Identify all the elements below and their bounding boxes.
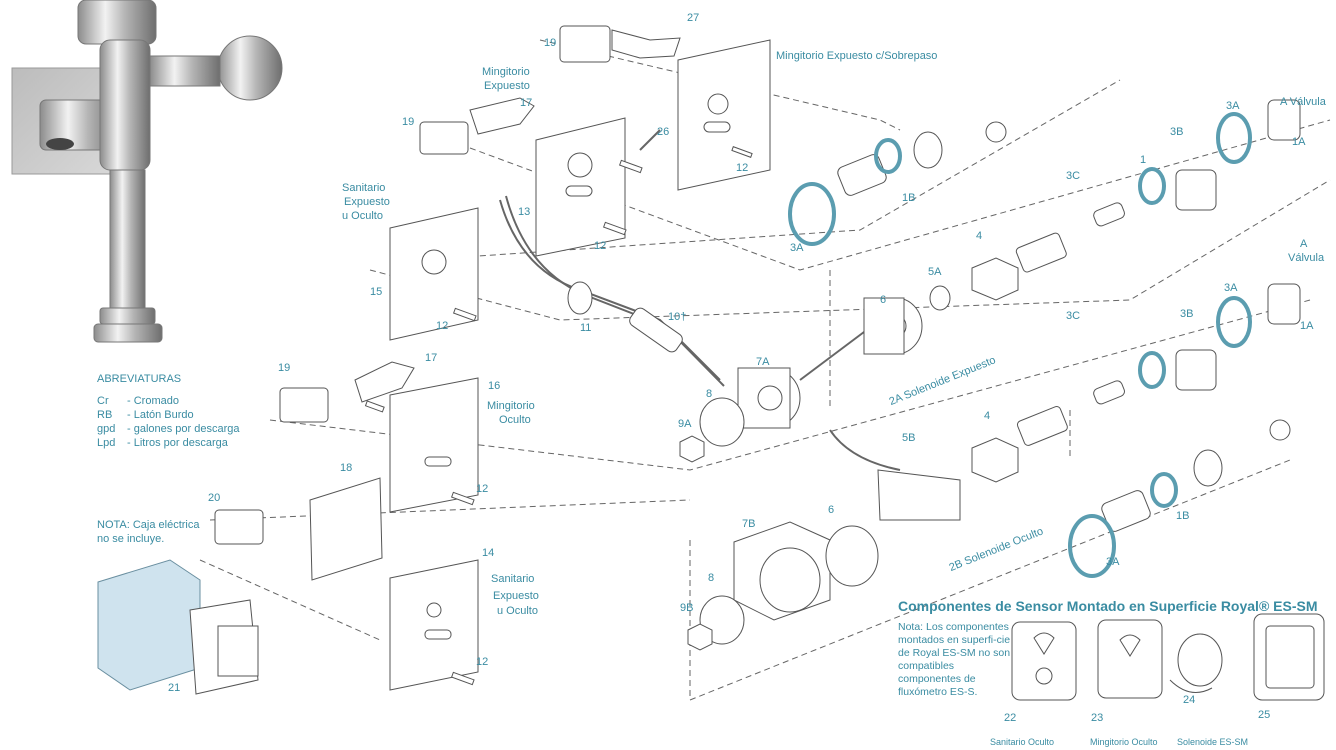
- flushometer-image: [11, 0, 283, 343]
- part-number: 7A: [756, 356, 770, 368]
- abbreviation-item: Lpd- Litros por descarga: [97, 437, 228, 449]
- part-number: 8: [708, 572, 715, 584]
- label-mingitorio-expuesto-sobrepaso: Mingitorio Expuesto c/Sobrepaso: [776, 50, 938, 62]
- grommet-and-conduit: [567, 281, 683, 353]
- abbreviations-block: ABREVIATURAS Cr- Cromado RB- Latón Burdo…: [97, 372, 240, 450]
- part-number: 11: [580, 322, 592, 334]
- part-number: 1B: [1176, 510, 1190, 522]
- part-number: 19: [278, 362, 291, 374]
- part-number: 19: [402, 116, 415, 128]
- part-number: 9B: [680, 602, 694, 614]
- kit-components: [1011, 613, 1325, 701]
- electrical-box-note: NOTA: Caja eléctrica no se incluye.: [97, 519, 200, 545]
- part-number: 10†: [668, 311, 687, 323]
- part-number: 6: [880, 294, 887, 306]
- part-number: 26: [657, 126, 670, 138]
- part-number: 17: [520, 97, 533, 109]
- part-number: 19: [544, 37, 557, 49]
- kit-item-number: 24: [1183, 694, 1196, 706]
- part-number: 4: [976, 230, 983, 242]
- part-number: 3A: [1224, 282, 1238, 294]
- kit-item-caption: Mingitorio Oculto: [1090, 737, 1158, 747]
- part-number: 7B: [742, 518, 756, 530]
- o-rings: [788, 112, 1252, 578]
- part-number: 18: [340, 462, 353, 474]
- label-sanitario-expuesto-1: Sanitario: [342, 182, 386, 194]
- label-sanitario-expuesto-2: Expuesto: [344, 196, 390, 208]
- screws: [364, 146, 753, 686]
- part-number: 12: [476, 483, 489, 495]
- label-mingitorio-oculto-2: Oculto: [499, 414, 531, 426]
- abbreviations-title: ABREVIATURAS: [97, 373, 182, 385]
- part-number: 1: [1140, 154, 1147, 166]
- kit-item-number: 22: [1004, 712, 1017, 724]
- part-number: 3C: [1066, 170, 1081, 182]
- solenoid-concealed-parts: [679, 283, 1301, 651]
- kit-item-caption: Sanitario Oculto: [990, 737, 1055, 747]
- part-number: 14: [482, 547, 495, 559]
- kit-title: Componentes de Sensor Montado en Superfi…: [898, 598, 1318, 614]
- kit-wire: [1169, 679, 1213, 693]
- label-sanitario-b-1: Sanitario: [491, 573, 535, 585]
- part-number: 17: [425, 352, 438, 364]
- electrical-box: [97, 559, 259, 695]
- brackets: [214, 25, 681, 581]
- part-number: 5B: [902, 432, 916, 444]
- part-number: 3A: [1226, 100, 1240, 112]
- part-number: 9A: [678, 418, 692, 430]
- abbreviation-item: RB- Latón Burdo: [97, 409, 194, 421]
- part-number: 1A: [1300, 320, 1314, 332]
- part-number: 12: [476, 656, 489, 668]
- label-a-valvula-top: A Válvula: [1280, 96, 1326, 108]
- label-a-valvula-b2: Válvula: [1288, 252, 1325, 264]
- label-mingitorio-expuesto-1: Mingitorio: [482, 66, 530, 78]
- kit-note: Nota: Los componentes montados en superf…: [898, 621, 1011, 698]
- part-number: 16: [488, 380, 501, 392]
- part-number: 4: [984, 410, 991, 422]
- part-number: 20: [208, 492, 221, 504]
- guide-lines: [199, 39, 1331, 701]
- part-number: 15: [370, 286, 383, 298]
- part-number: 3B: [1170, 126, 1184, 138]
- part-number: 1A: [1292, 136, 1306, 148]
- plate-holes: [421, 93, 731, 640]
- part-number: 12: [436, 320, 449, 332]
- kit-item-number: 23: [1091, 712, 1104, 724]
- part-number: 12: [594, 240, 607, 252]
- part-number: 8: [706, 388, 713, 400]
- part-number: 3C: [1066, 310, 1081, 322]
- part-number: 5A: [928, 266, 942, 278]
- part-number: 12: [736, 162, 749, 174]
- kit-item-number: 25: [1258, 709, 1271, 721]
- abbreviation-item: Cr- Cromado: [97, 395, 179, 407]
- part-number: 13: [518, 206, 531, 218]
- solenoid-exposed-parts: [737, 99, 1301, 429]
- cover-plates: [389, 39, 771, 691]
- label-sanitario-expuesto-3: u Oculto: [342, 210, 383, 222]
- part-number: 1B: [902, 192, 916, 204]
- kit-item-caption: Solenoide ES-SM: [1177, 737, 1249, 747]
- part-number: 27: [687, 12, 700, 24]
- label-sanitario-b-3: u Oculto: [497, 605, 538, 617]
- label-sanitario-b-2: Expuesto: [493, 590, 539, 602]
- part-number: 6: [828, 504, 835, 516]
- part-number: 3A: [790, 242, 804, 254]
- part-number: 3B: [1180, 308, 1194, 320]
- label-mingitorio-oculto-1: Mingitorio: [487, 400, 535, 412]
- part-number: 3A: [1106, 556, 1120, 568]
- part-number: 21: [168, 682, 181, 694]
- abbreviation-item: gpd- galones por descarga: [97, 423, 240, 435]
- label-mingitorio-expuesto-2: Expuesto: [484, 80, 530, 92]
- label-a-valvula-b1: A: [1300, 238, 1308, 250]
